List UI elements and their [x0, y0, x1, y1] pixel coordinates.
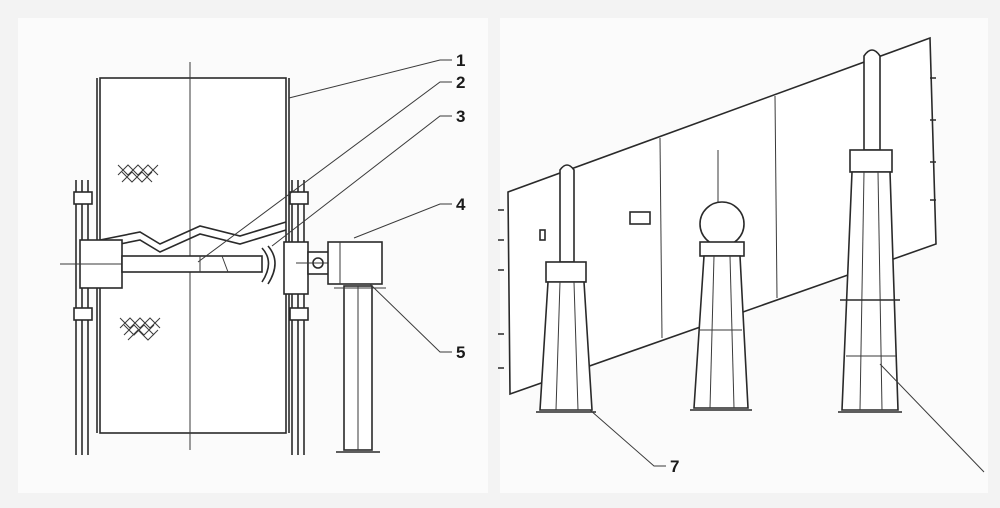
callout-5: 5 — [456, 343, 465, 362]
motor-and-stand — [327, 241, 386, 453]
right-support-frame — [283, 180, 309, 455]
left-support-frame — [60, 180, 123, 455]
callout-2: 2 — [456, 73, 465, 92]
support-column-left — [536, 164, 596, 413]
right-view — [498, 36, 985, 473]
leader-lines-left — [197, 59, 452, 353]
screen-mesh-upper — [117, 164, 159, 183]
leader-lines-right — [589, 363, 985, 473]
callout-1: 1 — [456, 51, 465, 70]
support-column-center — [690, 201, 752, 411]
support-column-right — [838, 49, 902, 413]
callout-3: 3 — [456, 107, 465, 126]
left-view — [60, 59, 452, 455]
callout-7: 7 — [670, 457, 679, 476]
callout-4: 4 — [456, 195, 466, 214]
screen-mesh-lower — [119, 317, 161, 341]
main-shaft — [121, 245, 276, 285]
